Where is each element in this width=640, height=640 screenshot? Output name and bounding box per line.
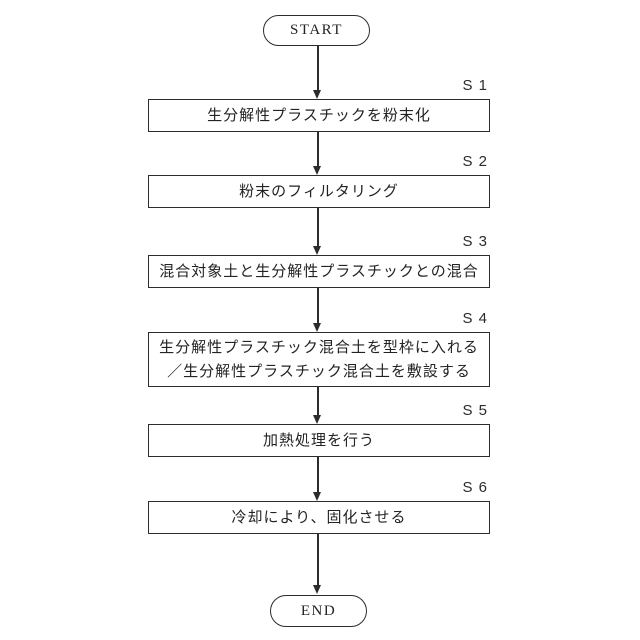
step-label-s2: S 2 (462, 153, 488, 170)
step-label-s5: S 5 (462, 402, 488, 419)
flow-arrow (313, 456, 321, 501)
step-text: 混合対象土と生分解性プラスチックとの混合 (159, 262, 479, 280)
start-terminator: START (263, 15, 370, 46)
start-label: START (290, 22, 343, 38)
flow-arrow (313, 287, 321, 332)
end-terminator: END (270, 595, 367, 627)
step-box-s6: 冷却により、固化させる (148, 501, 490, 534)
step-box-s5: 加熱処理を行う (148, 424, 490, 457)
step-label-s4: S 4 (462, 310, 488, 327)
step-label-s1: S 1 (462, 77, 488, 94)
step-box-s3: 混合対象土と生分解性プラスチックとの混合 (148, 255, 490, 288)
step-text: 生分解性プラスチック混合土を型枠に入れる (159, 339, 479, 357)
step-label-s3: S 3 (462, 233, 488, 250)
step-box-s4: 生分解性プラスチック混合土を型枠に入れる ／生分解性プラスチック混合土を敷設する (148, 332, 490, 387)
step-text: 冷却により、固化させる (231, 508, 407, 526)
flow-arrow (313, 533, 321, 594)
step-text: ／生分解性プラスチック混合土を敷設する (167, 362, 471, 380)
step-box-s1: 生分解性プラスチックを粉末化 (148, 99, 490, 132)
flow-arrow (313, 46, 321, 99)
step-text: 生分解性プラスチックを粉末化 (207, 106, 431, 124)
flow-arrow (313, 131, 321, 175)
step-box-s2: 粉末のフィルタリング (148, 175, 490, 208)
step-text: 粉末のフィルタリング (239, 182, 399, 200)
flow-arrow (313, 207, 321, 255)
step-label-s6: S 6 (462, 479, 488, 496)
end-label: END (300, 602, 337, 619)
flow-arrow (313, 386, 321, 424)
step-text: 加熱処理を行う (262, 431, 375, 449)
